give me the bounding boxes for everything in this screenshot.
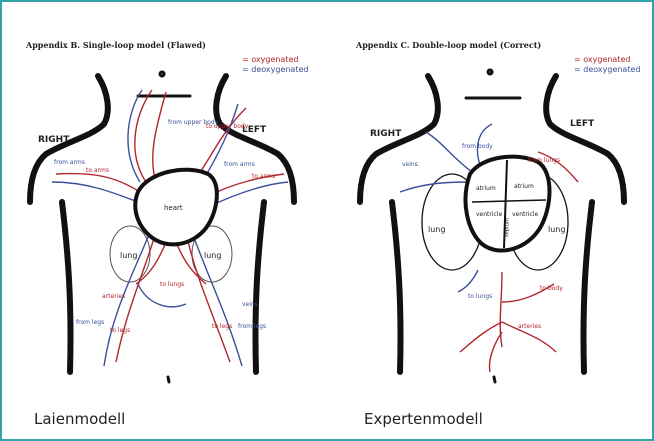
atrium-right-label: atrium bbox=[514, 183, 534, 190]
legend-oxygenated: = oxygenated bbox=[574, 55, 630, 64]
legend-oxygenated: = oxygenated bbox=[242, 55, 298, 64]
single-loop-drawing: = oxygenated = deoxygenated RIGHT LEFT h… bbox=[16, 32, 326, 402]
caption-lay-model: Laienmodell bbox=[34, 410, 125, 428]
arteries-label: arteries bbox=[518, 323, 541, 330]
side-right-label: RIGHT bbox=[370, 129, 402, 139]
to-legs-right-label: to legs bbox=[212, 323, 232, 330]
lung-left-label: lung bbox=[120, 251, 137, 260]
from-arms-right-label: from arms bbox=[224, 161, 255, 168]
single-loop-panel: Appendix B. Single-loop model (Flawed) bbox=[16, 32, 326, 402]
heart-label: heart bbox=[164, 204, 183, 212]
side-left-label: LEFT bbox=[570, 119, 595, 129]
to-lungs-label: to lungs bbox=[160, 281, 184, 288]
veins-label: veins bbox=[402, 161, 418, 168]
ventricle-left-label: ventricle bbox=[476, 211, 502, 218]
lung-right-label: lung bbox=[548, 225, 565, 234]
to-arms-left-label: to arms bbox=[86, 167, 109, 174]
ventricle-right-label: ventricle bbox=[512, 211, 538, 218]
double-loop-drawing: = oxygenated = deoxygenated RIGHT LEFT f… bbox=[342, 32, 652, 402]
to-lungs-label: to lungs bbox=[468, 293, 492, 300]
legend: = oxygenated = deoxygenated bbox=[242, 55, 308, 74]
legend-deoxygenated: = deoxygenated bbox=[574, 65, 640, 74]
from-legs-left-label: from legs bbox=[76, 319, 104, 326]
lung-left-label: lung bbox=[428, 225, 445, 234]
veins-label: veins bbox=[242, 301, 258, 308]
septum-label: septum bbox=[504, 218, 511, 237]
to-arms-right-label: to arms bbox=[252, 173, 275, 180]
atrium-left-label: atrium bbox=[476, 185, 496, 192]
caption-expert-model: Expertenmodell bbox=[364, 410, 483, 428]
from-legs-right-label: from legs bbox=[238, 323, 266, 330]
to-legs-left-label: to legs bbox=[110, 327, 130, 334]
to-body-label: to body bbox=[540, 285, 563, 292]
legend: = oxygenated = deoxygenated bbox=[574, 55, 640, 74]
from-lungs-label: from lungs bbox=[528, 157, 560, 164]
side-right-label: RIGHT bbox=[38, 135, 70, 145]
legend-deoxygenated: = deoxygenated bbox=[242, 65, 308, 74]
double-loop-panel: Appendix C. Double-loop model (Correct) bbox=[342, 32, 652, 402]
to-upper-body-label: to upper body bbox=[206, 123, 249, 130]
from-arms-left-label: from arms bbox=[54, 159, 85, 166]
arteries-label: arteries bbox=[102, 293, 125, 300]
lung-right-label: lung bbox=[204, 251, 221, 260]
from-body-label: from body bbox=[462, 143, 493, 150]
